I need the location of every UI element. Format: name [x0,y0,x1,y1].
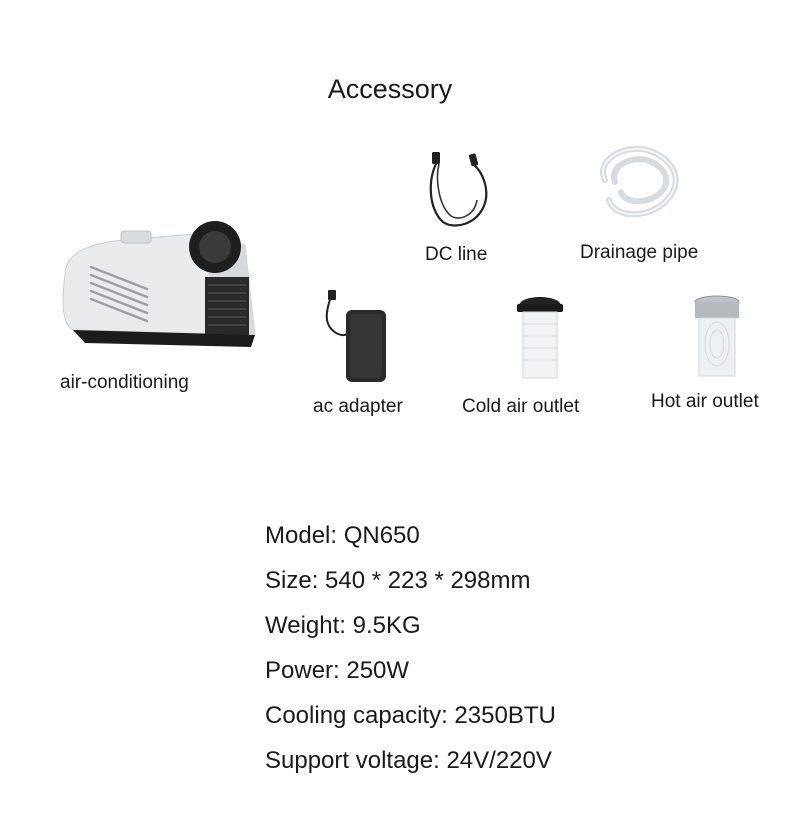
dc-line-label: DC line [425,244,488,265]
ac-adapter-image [325,290,386,382]
hot-air-outlet-image [694,295,740,377]
spec-power: Power: 250W [265,657,410,684]
spec-size: Size: 540 * 223 * 298mm [265,567,531,594]
page-title: Accessory [327,74,453,104]
cold-air-outlet-image [517,297,563,379]
air-conditioning-label: air-conditioning [60,372,189,393]
spec-weight: Weight: 9.5KG [265,612,421,639]
drainage-pipe-image [600,145,679,218]
spec-cooling-capacity: Cooling capacity: 2350BTU [265,702,556,729]
hot-air-outlet-label: Hot air outlet [651,391,759,412]
spec-model: Model: QN650 [265,522,420,549]
cold-air-outlet-label: Cold air outlet [462,396,580,417]
drainage-pipe-label: Drainage pipe [580,242,699,263]
dc-line-image [429,152,488,227]
spec-support-voltage: Support voltage: 24V/220V [265,747,552,774]
ac-adapter-label: ac adapter [313,396,403,417]
air-conditioning-image [62,221,256,347]
